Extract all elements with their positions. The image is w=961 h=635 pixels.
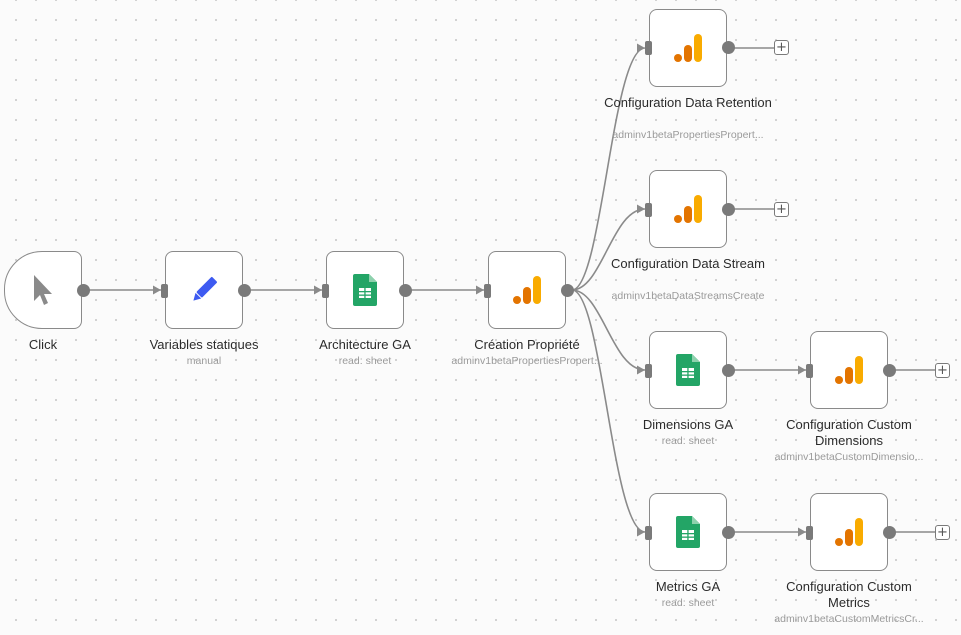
- node-label-configuration-custom-dimensions: Configuration Custom Dimensions: [786, 417, 912, 448]
- output-port-metrics-ga[interactable]: [722, 526, 735, 539]
- arrowhead-creation-stream: [637, 204, 645, 214]
- arrowhead-architecture-creation: [476, 285, 484, 295]
- connection-creation-metrics[interactable]: [571, 289, 646, 533]
- analytics-icon: [829, 350, 869, 390]
- node-configuration-data-retention[interactable]: [649, 9, 727, 87]
- input-port-configuration-custom-dimensions[interactable]: [806, 364, 813, 378]
- arrowhead-variables-architecture: [314, 285, 322, 295]
- node-label-metrics-ga: Metrics GA: [655, 579, 721, 594]
- node-subtitle-creation-propriete: adminv1betaPropertiesPropert...: [451, 355, 603, 367]
- node-subtitle-metrics-ga: read: sheet: [661, 597, 715, 609]
- arrowhead-creation-dimensions: [637, 365, 645, 375]
- node-label-architecture-ga: Architecture GA: [319, 337, 411, 352]
- node-subtitle-variables-statiques: manual: [186, 355, 222, 367]
- connection-creation-retention[interactable]: [571, 47, 646, 291]
- node-subtitle-architecture-ga: read: sheet: [338, 355, 392, 367]
- input-port-configuration-custom-metrics[interactable]: [806, 526, 813, 540]
- arrowhead-click-variables: [153, 285, 161, 295]
- input-port-configuration-data-stream[interactable]: [645, 203, 652, 217]
- node-variables-statiques[interactable]: [165, 251, 243, 329]
- arrowhead-dimensions-custom-dimensions: [798, 365, 806, 375]
- node-subtitle-dimensions-ga: read: sheet: [661, 435, 715, 447]
- output-port-creation-propriete[interactable]: [561, 284, 574, 297]
- add-node-button-stream[interactable]: +: [774, 202, 789, 217]
- node-configuration-custom-metrics[interactable]: [810, 493, 888, 571]
- node-label-configuration-data-stream: Configuration Data Stream: [611, 256, 765, 271]
- node-subtitle-configuration-data-stream: adminv1betaDataStreamsCreate: [611, 290, 765, 302]
- input-port-creation-propriete[interactable]: [484, 284, 491, 298]
- node-configuration-custom-dimensions[interactable]: [810, 331, 888, 409]
- cursor-icon: [23, 270, 63, 310]
- node-label-configuration-custom-metrics: Configuration Custom Metrics: [786, 579, 912, 610]
- arrowhead-metrics-custom-metrics: [798, 527, 806, 537]
- node-subtitle-configuration-custom-metrics: adminv1betaCustomMetricsCr...: [774, 613, 924, 625]
- input-port-metrics-ga[interactable]: [645, 526, 652, 540]
- output-port-configuration-custom-metrics[interactable]: [883, 526, 896, 539]
- node-label-variables-statiques: Variables statiques: [149, 337, 259, 352]
- node-subtitle-configuration-custom-dimensions: adminv1betaCustomDimensio...: [774, 451, 924, 463]
- sheets-icon: [345, 270, 385, 310]
- output-port-dimensions-ga[interactable]: [722, 364, 735, 377]
- add-node-button-custom-metrics[interactable]: +: [935, 525, 950, 540]
- analytics-icon: [668, 28, 708, 68]
- output-port-configuration-custom-dimensions[interactable]: [883, 364, 896, 377]
- node-configuration-data-stream[interactable]: [649, 170, 727, 248]
- connection-creation-dimensions[interactable]: [571, 289, 646, 371]
- pencil-icon: [184, 270, 224, 310]
- input-port-dimensions-ga[interactable]: [645, 364, 652, 378]
- node-label-creation-propriete: Création Propriété: [474, 337, 580, 352]
- analytics-icon: [668, 189, 708, 229]
- arrowhead-creation-retention: [637, 43, 645, 53]
- add-node-button-custom-dimensions[interactable]: +: [935, 363, 950, 378]
- input-port-variables-statiques[interactable]: [161, 284, 168, 298]
- add-node-button-retention[interactable]: +: [774, 40, 789, 55]
- node-label-configuration-data-retention: Configuration Data Retention: [604, 95, 772, 110]
- output-port-click[interactable]: [77, 284, 90, 297]
- node-creation-propriete[interactable]: [488, 251, 566, 329]
- analytics-icon: [829, 512, 869, 552]
- node-click[interactable]: [4, 251, 82, 329]
- input-port-architecture-ga[interactable]: [322, 284, 329, 298]
- node-architecture-ga[interactable]: [326, 251, 404, 329]
- input-port-configuration-data-retention[interactable]: [645, 41, 652, 55]
- node-dimensions-ga[interactable]: [649, 331, 727, 409]
- sheets-icon: [668, 512, 708, 552]
- sheets-icon: [668, 350, 708, 390]
- node-label-click: Click: [28, 337, 58, 352]
- analytics-icon: [507, 270, 547, 310]
- node-metrics-ga[interactable]: [649, 493, 727, 571]
- output-port-configuration-data-retention[interactable]: [722, 41, 735, 54]
- connection-creation-stream[interactable]: [571, 208, 646, 291]
- node-label-dimensions-ga: Dimensions GA: [642, 417, 734, 432]
- arrowhead-creation-metrics: [637, 527, 645, 537]
- node-subtitle-configuration-data-retention: adminv1betaPropertiesPropert...: [612, 129, 764, 141]
- output-port-architecture-ga[interactable]: [399, 284, 412, 297]
- output-port-variables-statiques[interactable]: [238, 284, 251, 297]
- output-port-configuration-data-stream[interactable]: [722, 203, 735, 216]
